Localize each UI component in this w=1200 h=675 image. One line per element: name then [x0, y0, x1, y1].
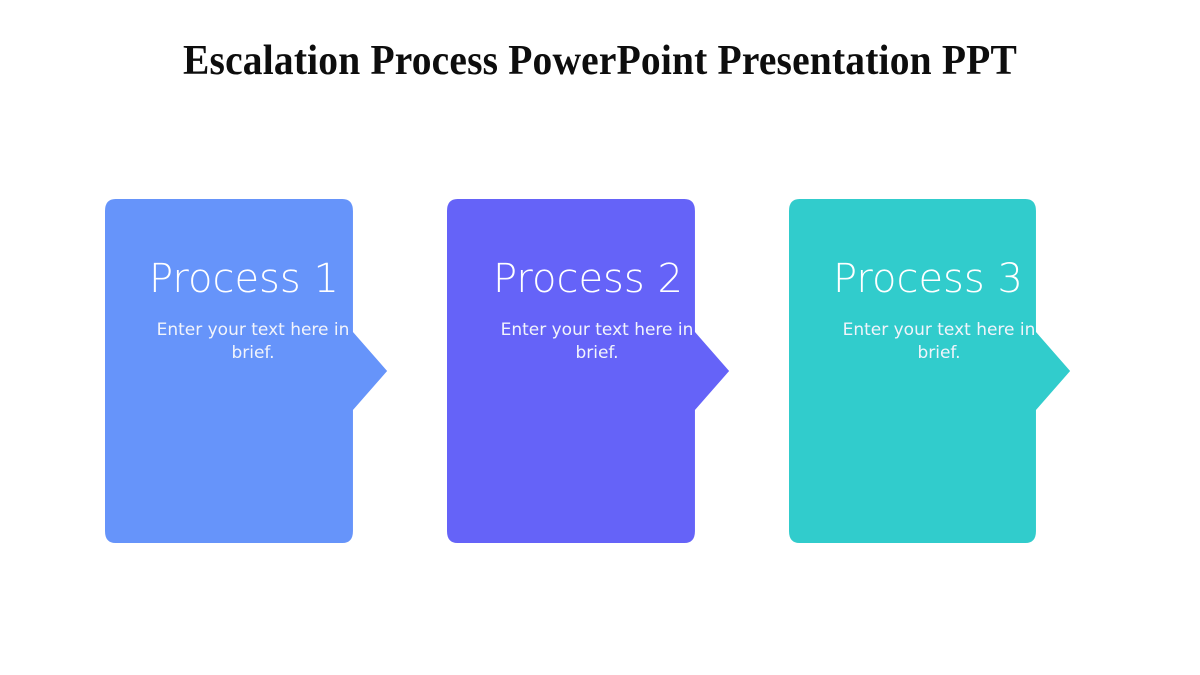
- process-card-1-content: Process 1 Enter your text here in brief.: [105, 199, 388, 543]
- process-card-1-shape: [105, 199, 388, 543]
- process-card-1-heading: Process 1: [149, 256, 339, 302]
- process-card-2-heading: Process 2: [493, 256, 683, 302]
- process-card-3[interactable]: Process 3 Enter your text here in brief.: [789, 199, 1071, 543]
- process-card-2-content: Process 2 Enter your text here in brief.: [447, 199, 730, 543]
- process-card-2-shape: [447, 199, 730, 543]
- process-card-3-content: Process 3 Enter your text here in brief.: [789, 199, 1071, 543]
- process-card-3-shape: [789, 199, 1071, 543]
- process-card-2-body: Enter your text here in brief.: [500, 320, 694, 363]
- process-card-3-heading: Process 3: [833, 256, 1023, 302]
- page-title: Escalation Process PowerPoint Presentati…: [183, 38, 1017, 84]
- process-card-2[interactable]: Process 2 Enter your text here in brief.: [447, 199, 730, 543]
- process-card-3-body: Enter your text here in brief.: [842, 320, 1036, 363]
- process-card-1[interactable]: Process 1 Enter your text here in brief.: [105, 199, 388, 543]
- process-card-1-body: Enter your text here in brief.: [156, 320, 350, 363]
